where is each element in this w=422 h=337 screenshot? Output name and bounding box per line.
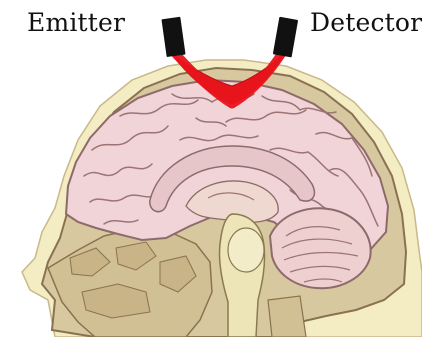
- cervical-spine: [268, 296, 306, 337]
- pons: [228, 228, 264, 272]
- detector-probe-icon: [273, 17, 298, 58]
- emitter-probe-icon: [161, 17, 185, 57]
- cerebellum: [270, 208, 371, 288]
